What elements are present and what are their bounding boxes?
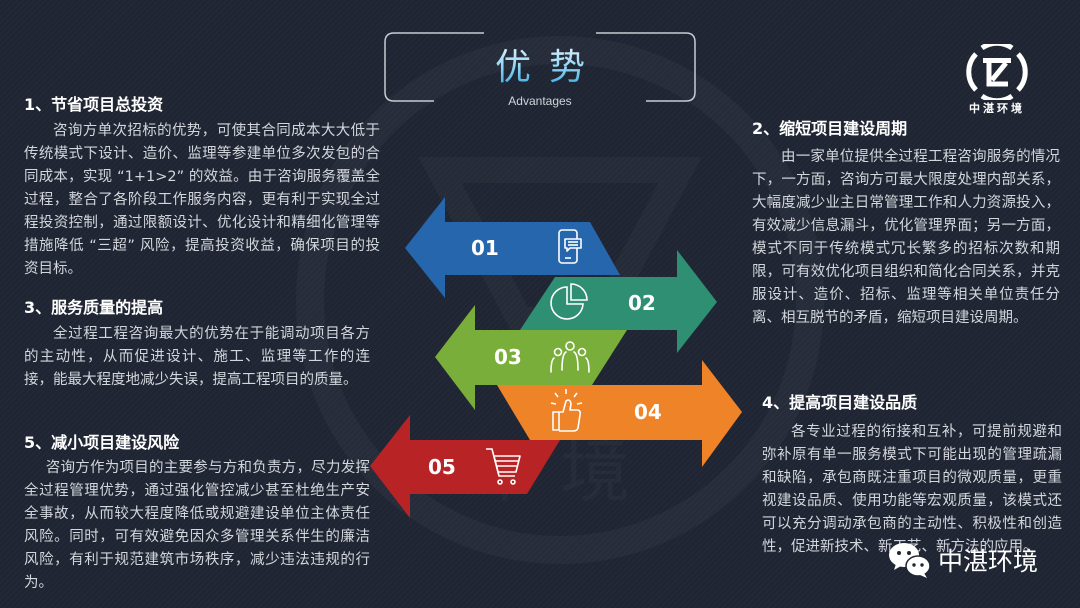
arrow-05-number: 05 bbox=[428, 455, 456, 479]
section-body: 各专业过程的衔接和互补，可提前规避和弥补原有单一服务模式下可能出现的管理疏漏和缺… bbox=[762, 424, 1062, 555]
section-body: 全过程工程咨询最大的优势在于能调动项目各方的主动性，从而促进设计、施工、监理等工… bbox=[24, 326, 370, 388]
section-heading: 1、节省项目总投资 bbox=[24, 95, 164, 114]
arrow-05 bbox=[370, 415, 560, 518]
shopping-cart-icon bbox=[486, 448, 521, 485]
section-body: 咨询方单次招标的优势，可使其合同成本大大低于传统模式下设计、造价、监理等参建单位… bbox=[24, 123, 380, 277]
arrow-01 bbox=[405, 197, 620, 298]
wechat-badge: 中湛环境 bbox=[888, 540, 1038, 580]
arrow-02-number: 02 bbox=[628, 291, 656, 315]
section-heading: 4、提高项目建设品质 bbox=[762, 393, 918, 412]
section-reduce-investment: 1、节省项目总投资 咨询方单次招标的优势，可使其合同成本大大低于传统模式下设计、… bbox=[24, 94, 380, 281]
section-heading: 2、缩短项目建设周期 bbox=[752, 119, 908, 138]
section-body: 由一家单位提供全过程工程咨询服务的情况下，一方面，咨询方可最大限度处理内部关系，… bbox=[752, 149, 1060, 326]
section-service-quality: 3、服务质量的提高 全过程工程咨询最大的优势在于能调动项目各方的主动性，从而促进… bbox=[24, 297, 370, 392]
arrow-01-number: 01 bbox=[471, 236, 499, 260]
wechat-icon bbox=[889, 543, 931, 578]
page-subtitle: Advantages bbox=[508, 94, 572, 108]
thumbs-up-icon bbox=[550, 389, 583, 432]
page-title: 优势 bbox=[384, 38, 696, 90]
arrow-03 bbox=[435, 305, 627, 410]
pie-chart-icon bbox=[550, 283, 588, 320]
arrow-04-number: 04 bbox=[634, 400, 662, 424]
company-logo-text: 中湛环境 bbox=[969, 102, 1025, 115]
arrow-04 bbox=[497, 360, 742, 467]
title-frame: 优势 Advantages bbox=[384, 32, 696, 108]
company-logo: 中湛环境 bbox=[962, 40, 1032, 116]
section-heading: 5、减小项目建设风险 bbox=[24, 433, 180, 452]
section-heading: 3、服务质量的提高 bbox=[24, 298, 164, 317]
team-people-icon bbox=[551, 341, 590, 372]
section-body: 咨询方作为项目的主要参与方和负责方，尽力发挥全过程管理优势，通过强化管控减少甚至… bbox=[24, 460, 370, 591]
section-reduce-risk: 5、减小项目建设风险 咨询方作为项目的主要参与方和负责方，尽力发挥全过程管理优势… bbox=[24, 432, 370, 595]
section-improve-quality: 4、提高项目建设品质 各专业过程的衔接和互补，可提前规避和弥补原有单一服务模式下… bbox=[762, 392, 1062, 559]
arrow-03-number: 03 bbox=[494, 345, 522, 369]
mobile-chat-icon bbox=[558, 229, 582, 264]
section-shorten-cycle: 2、缩短项目建设周期 由一家单位提供全过程工程咨询服务的情况下，一方面，咨询方可… bbox=[752, 118, 1060, 330]
title-frame-border bbox=[384, 32, 696, 102]
wechat-account-name: 中湛环境 bbox=[938, 547, 1039, 576]
arrow-02 bbox=[520, 250, 717, 353]
